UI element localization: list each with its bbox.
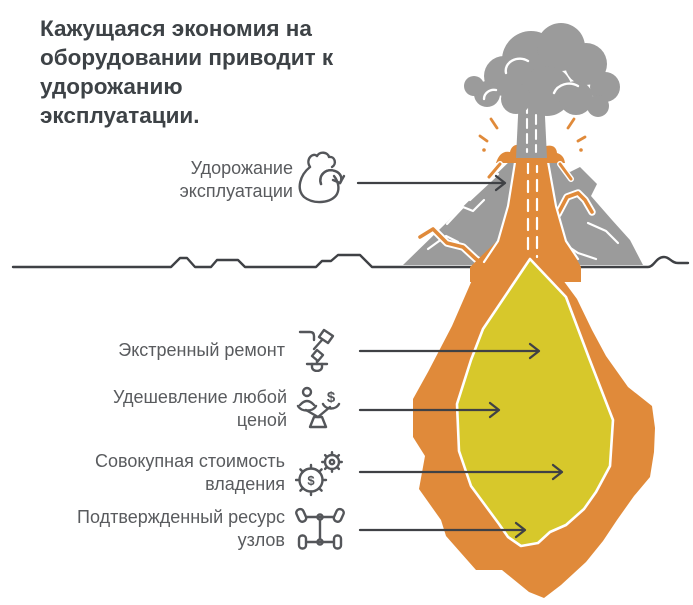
channel-dashes [526,160,539,259]
lava-channel-edges [482,154,580,264]
label-cheapening: Удешевление любой ценой [112,387,287,430]
svg-text:$: $ [307,473,315,488]
arrow-operation-cost [356,174,507,192]
lava-channel [470,153,581,282]
smoke-cloud-highlights [482,57,580,101]
page-title: Кажущаяся экономия на оборудовании приво… [40,16,334,128]
money-bag-cycle-icon [298,151,346,204]
arrow-total-cost [358,463,564,481]
ground-line-left [11,253,485,269]
label-confirmed-resource: Подтвержденный ресурс узлов [77,507,285,550]
lava-spurts [478,117,587,152]
label-operation-cost: Удорожание эксплуатации [179,158,293,201]
arrow-cheapening [358,401,501,419]
crater-trickles [486,161,574,182]
ownership-cost-gears-icon: $ [295,451,343,497]
label-total-cost: Совокупная стоимость владения [94,451,285,494]
emergency-repair-icon [298,328,335,372]
smoke-column-dashes [525,102,538,154]
arrow-emergency-repair [358,342,541,360]
label-emergency-repair: Экстренный ремонт [118,340,285,360]
arrow-confirmed-resource [358,521,527,539]
ground-line-right [541,255,690,269]
smoke-cloud [464,23,620,117]
cost-cutting-scales-icon: $ [296,386,341,429]
chassis-units-icon [295,507,345,550]
svg-text:$: $ [327,389,336,406]
magma-inner-yellow [455,257,615,548]
